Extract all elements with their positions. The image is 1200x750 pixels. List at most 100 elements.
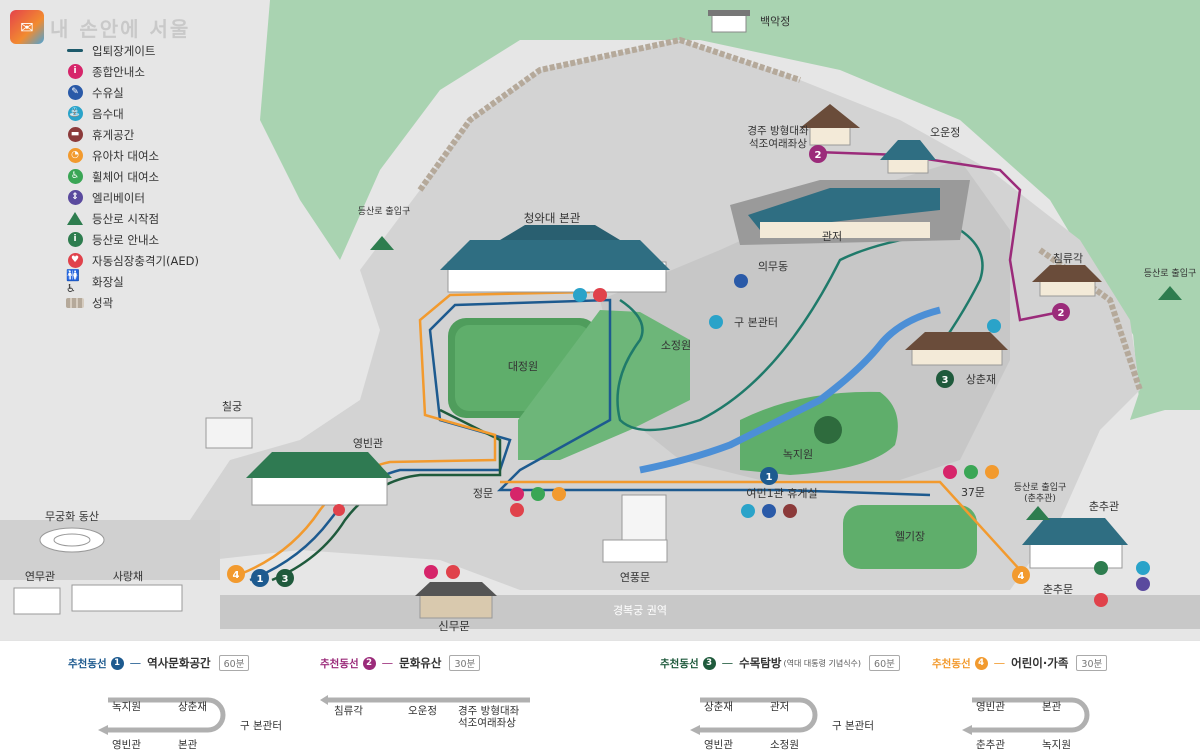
gate-line-icon — [66, 43, 84, 59]
buddha-pavilion[interactable] — [800, 104, 860, 146]
yeongbingwan-building[interactable] — [246, 452, 392, 506]
label-yeongbingwan: 영빈관 — [353, 437, 383, 450]
route-loop-diagram — [962, 697, 1090, 735]
fortress-wall-north — [417, 36, 801, 192]
legend-label: 자동심장충격기(AED) — [92, 253, 200, 268]
route-loop-path — [972, 697, 1090, 733]
logo-text: 내 손안에 서울 — [50, 16, 191, 41]
sangchunjae-building[interactable] — [905, 332, 1008, 366]
aed-icon[interactable] — [1094, 593, 1108, 607]
route-stop: 경주 방형대좌 — [458, 705, 520, 717]
svg-text:1: 1 — [766, 472, 773, 483]
oundjeong-pavilion[interactable] — [880, 140, 936, 174]
elevator-icon[interactable] — [1136, 577, 1150, 591]
chimnyugak-pavilion[interactable] — [1032, 265, 1102, 297]
route-stop: 영빈관 — [704, 739, 733, 750]
label-trail-entrance-chunchu-1: 등산로 출입구 — [1014, 481, 1067, 493]
route-stop: 석조여래좌상 — [458, 717, 516, 729]
stroller-rental-icon[interactable] — [985, 465, 999, 479]
route-duration: 60분 — [218, 655, 250, 671]
chilgung-building[interactable] — [205, 417, 253, 449]
route-dash: — — [721, 656, 734, 670]
aed-icon[interactable] — [446, 565, 460, 579]
route-4-marker[interactable]: 4 — [1012, 566, 1030, 584]
label-chimnyugak: 침류각 — [1053, 252, 1083, 265]
svg-text:1: 1 — [257, 574, 264, 585]
drinking-fountain-icon[interactable] — [1136, 561, 1150, 575]
chunchugwan-building[interactable] — [1022, 518, 1128, 569]
route-tag: 추천동선 — [932, 657, 971, 670]
yeonmugwan-building[interactable] — [13, 587, 61, 615]
wheelchair-rental-icon[interactable] — [964, 465, 978, 479]
route-loop-diagram — [320, 695, 530, 705]
route-direction-arrow — [98, 725, 108, 735]
info-icon[interactable] — [510, 487, 524, 501]
legend-label: 성곽 — [92, 295, 114, 310]
trail-start-icon[interactable] — [1026, 506, 1050, 520]
legend-item: ⇕엘리베이터 — [66, 187, 266, 208]
aed-icon[interactable] — [333, 504, 345, 516]
trail-start-icon[interactable] — [370, 236, 394, 250]
aed-icon[interactable] — [510, 503, 524, 517]
svg-text:3: 3 — [942, 375, 949, 386]
route-3-marker[interactable]: 3 — [276, 569, 294, 587]
legend-item: ♿휠체어 대여소 — [66, 166, 266, 187]
label-old-main-site: 구 본관터 — [734, 316, 778, 329]
baegakjeong-pavilion[interactable] — [708, 10, 750, 33]
rest-area-icon[interactable] — [783, 504, 797, 518]
route-2-marker[interactable]: 2 — [809, 145, 827, 163]
trail-start-icon — [66, 211, 84, 227]
mugunghwa-hill[interactable] — [39, 527, 105, 553]
nursing-room-icon[interactable] — [762, 504, 776, 518]
label-trail-entrance-west: 등산로 출입구 — [358, 205, 411, 217]
route-tag: 추천동선 — [320, 657, 359, 670]
route-duration: 30분 — [449, 655, 481, 671]
drinking-fountain-icon[interactable] — [709, 315, 723, 329]
info-icon[interactable] — [943, 465, 957, 479]
aed-icon[interactable] — [593, 288, 607, 302]
route-1-marker[interactable]: 1 — [760, 467, 778, 485]
route-1-marker[interactable]: 1 — [251, 569, 269, 587]
route-2-marker[interactable]: 2 — [1052, 303, 1070, 321]
route-3-marker[interactable]: 3 — [936, 370, 954, 388]
cheongwadae-main-building[interactable] — [440, 225, 670, 293]
stroller-rental-icon[interactable] — [552, 487, 566, 501]
route-stop: 춘추관 — [976, 739, 1005, 750]
label-chunchugwan: 춘추관 — [1089, 500, 1119, 513]
route-number-badge: 4 — [974, 656, 988, 670]
yeonpungmun-building[interactable] — [602, 494, 668, 563]
route-duration: 60분 — [869, 655, 900, 671]
trail-info-icon: i — [66, 232, 84, 248]
gwanjeo-building[interactable] — [730, 180, 970, 245]
legend-item: 입퇴장게이트 — [66, 40, 266, 61]
drinking-fountain-icon[interactable] — [987, 319, 1001, 333]
sojeongwon-lawn — [518, 310, 690, 460]
legend-item: ♥자동심장충격기(AED) — [66, 250, 266, 271]
route-number-badge: 3 — [702, 656, 716, 670]
label-sarangchae: 사랑채 — [113, 570, 143, 583]
label-chilgung: 칠궁 — [222, 400, 242, 413]
route-stop: 상춘재 — [704, 701, 733, 713]
drinking-fountain-icon[interactable] — [573, 288, 587, 302]
trail-start-icon[interactable] — [1158, 286, 1182, 300]
nursing-room-icon[interactable] — [734, 274, 748, 288]
route-loop-path — [700, 697, 818, 733]
cheongwadae-map: 2 2 3 1 4 1 3 4 — [0, 0, 1200, 640]
logo-mark-icon: ✉ — [10, 10, 44, 44]
route-4-marker[interactable]: 4 — [227, 565, 245, 583]
wheelchair-rental-icon[interactable] — [531, 487, 545, 501]
drinking-fountain-icon[interactable] — [741, 504, 755, 518]
route-dash: — — [381, 656, 394, 670]
sarangchae-building[interactable] — [71, 584, 183, 612]
svg-text:4: 4 — [1018, 571, 1025, 582]
trail-info-icon[interactable] — [1094, 561, 1108, 575]
sinmumun-gate[interactable] — [415, 582, 497, 619]
info-icon[interactable] — [424, 565, 438, 579]
